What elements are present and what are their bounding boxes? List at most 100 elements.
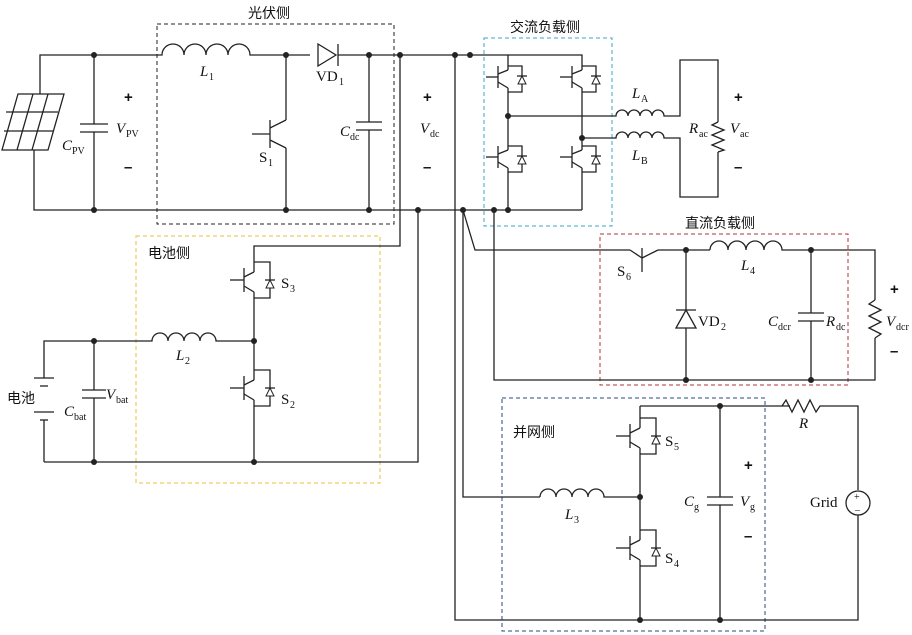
cdc-sub: dc — [350, 132, 360, 143]
rdc-label: R — [825, 314, 835, 330]
vdc-label: V — [420, 121, 431, 137]
s2-label: S — [281, 392, 289, 408]
s1-transistor — [252, 55, 287, 210]
vdcr-label: V — [886, 314, 897, 330]
dc-region-title: 直流负载侧 — [685, 215, 755, 232]
cbat-sub: bat — [74, 412, 86, 423]
vac-label: V — [730, 121, 741, 137]
ac-bridge-switch-1 — [486, 65, 527, 93]
s4-sub: 4 — [674, 559, 679, 570]
ac-bridge-switch-2 — [560, 65, 601, 93]
s5-label: S — [665, 434, 673, 450]
rac-sub: ac — [699, 129, 708, 140]
cdcr-label: C — [768, 314, 779, 330]
cpv-label: C — [62, 138, 73, 154]
rac-label: R — [688, 121, 698, 137]
pv-region-title: 光伏侧 — [248, 6, 290, 22]
l3-sub: 3 — [574, 515, 579, 526]
pv-wires — [33, 54, 157, 211]
svg-text:–: – — [854, 505, 861, 516]
cdcr-capacitor — [798, 250, 824, 380]
rdc-resistor — [867, 299, 883, 339]
l1-label: L — [199, 64, 208, 80]
rac-resistor — [710, 121, 726, 153]
lb-label: L — [631, 148, 640, 164]
cpv-sub: PV — [72, 146, 86, 157]
la-label: L — [631, 86, 640, 102]
dc-load-bus-top — [462, 209, 630, 251]
cpv-capacitor — [80, 55, 108, 210]
vpv-label: V — [116, 121, 127, 137]
grid-region-box — [501, 397, 766, 632]
grid-label: Grid — [810, 495, 838, 511]
s6-label: S — [617, 264, 625, 280]
r-resistor — [781, 398, 859, 490]
s2-sub: 2 — [290, 400, 295, 411]
cg-label: C — [684, 494, 695, 510]
l3-label: L — [564, 507, 573, 523]
battery-region-box — [135, 235, 381, 484]
vd2-label: VD — [698, 314, 720, 330]
vpv-sub: PV — [126, 129, 140, 140]
ac-bridge-top — [470, 54, 583, 70]
vg-minus: – — [744, 528, 752, 545]
s3-transistor — [230, 255, 275, 380]
vg-label: V — [740, 494, 751, 510]
cbat-capacitor — [82, 341, 106, 462]
vd1-label: VD — [316, 69, 338, 85]
battery-cell — [34, 340, 94, 462]
vdc-plus: + — [423, 89, 432, 106]
vdc-sub: dc — [430, 129, 440, 140]
grid-bus-neg — [462, 210, 540, 498]
l2-label: L — [175, 348, 184, 364]
ac-region-title: 交流负载侧 — [510, 19, 580, 36]
vd1-sub: 1 — [339, 77, 344, 88]
dc-load-region-box — [599, 233, 849, 386]
vd2-sub: 2 — [721, 322, 726, 333]
s6-switch — [629, 248, 710, 272]
ac-bridge-switch-3 — [486, 145, 527, 173]
cg-sub: g — [694, 502, 699, 513]
battery-label: 电池 — [7, 391, 35, 407]
grid-bus-pos — [454, 55, 859, 621]
s2-transistor — [230, 369, 275, 462]
vd2-diode — [674, 250, 698, 380]
ac-bridge-switch-4 — [560, 145, 601, 173]
l1-sub: 1 — [209, 72, 214, 83]
pv-region-box — [156, 23, 395, 225]
vdc-minus: – — [423, 159, 431, 176]
pv-panel-icon — [1, 93, 65, 151]
vac-sub: ac — [740, 129, 749, 140]
vpv-plus: + — [124, 89, 133, 106]
l1-inductor — [157, 43, 310, 56]
l4-label: L — [740, 258, 749, 274]
s1-sub: 1 — [268, 158, 273, 169]
s1-label: S — [259, 150, 267, 166]
cg-capacitor — [707, 406, 733, 620]
cdc-label: C — [340, 124, 351, 140]
l4-inductor — [709, 240, 876, 300]
battery-bus-pos — [253, 55, 401, 255]
vac-minus: – — [734, 159, 742, 176]
vac-plus: + — [734, 89, 743, 106]
s6-sub: 6 — [626, 272, 631, 283]
vd1-diode — [317, 42, 470, 68]
s5-transistor — [616, 417, 661, 540]
battery-region-title: 电池侧 — [148, 246, 190, 262]
l2-inductor — [94, 332, 254, 342]
l4-sub: 4 — [750, 266, 755, 277]
r-label: R — [798, 416, 808, 432]
cdc-capacitor — [356, 55, 382, 210]
s3-sub: 3 — [290, 284, 295, 295]
vdcr-plus: + — [890, 281, 899, 298]
la-sub: A — [641, 94, 649, 105]
s4-transistor — [616, 529, 661, 620]
ac-load-region-box — [483, 37, 613, 227]
battery-bus-neg — [44, 210, 419, 463]
grid-source-icon: + – — [845, 490, 871, 516]
grid-region-title: 并网侧 — [513, 425, 555, 441]
s3-label: S — [281, 276, 289, 292]
vdcr-minus: – — [890, 343, 898, 360]
vg-plus: + — [744, 457, 753, 474]
